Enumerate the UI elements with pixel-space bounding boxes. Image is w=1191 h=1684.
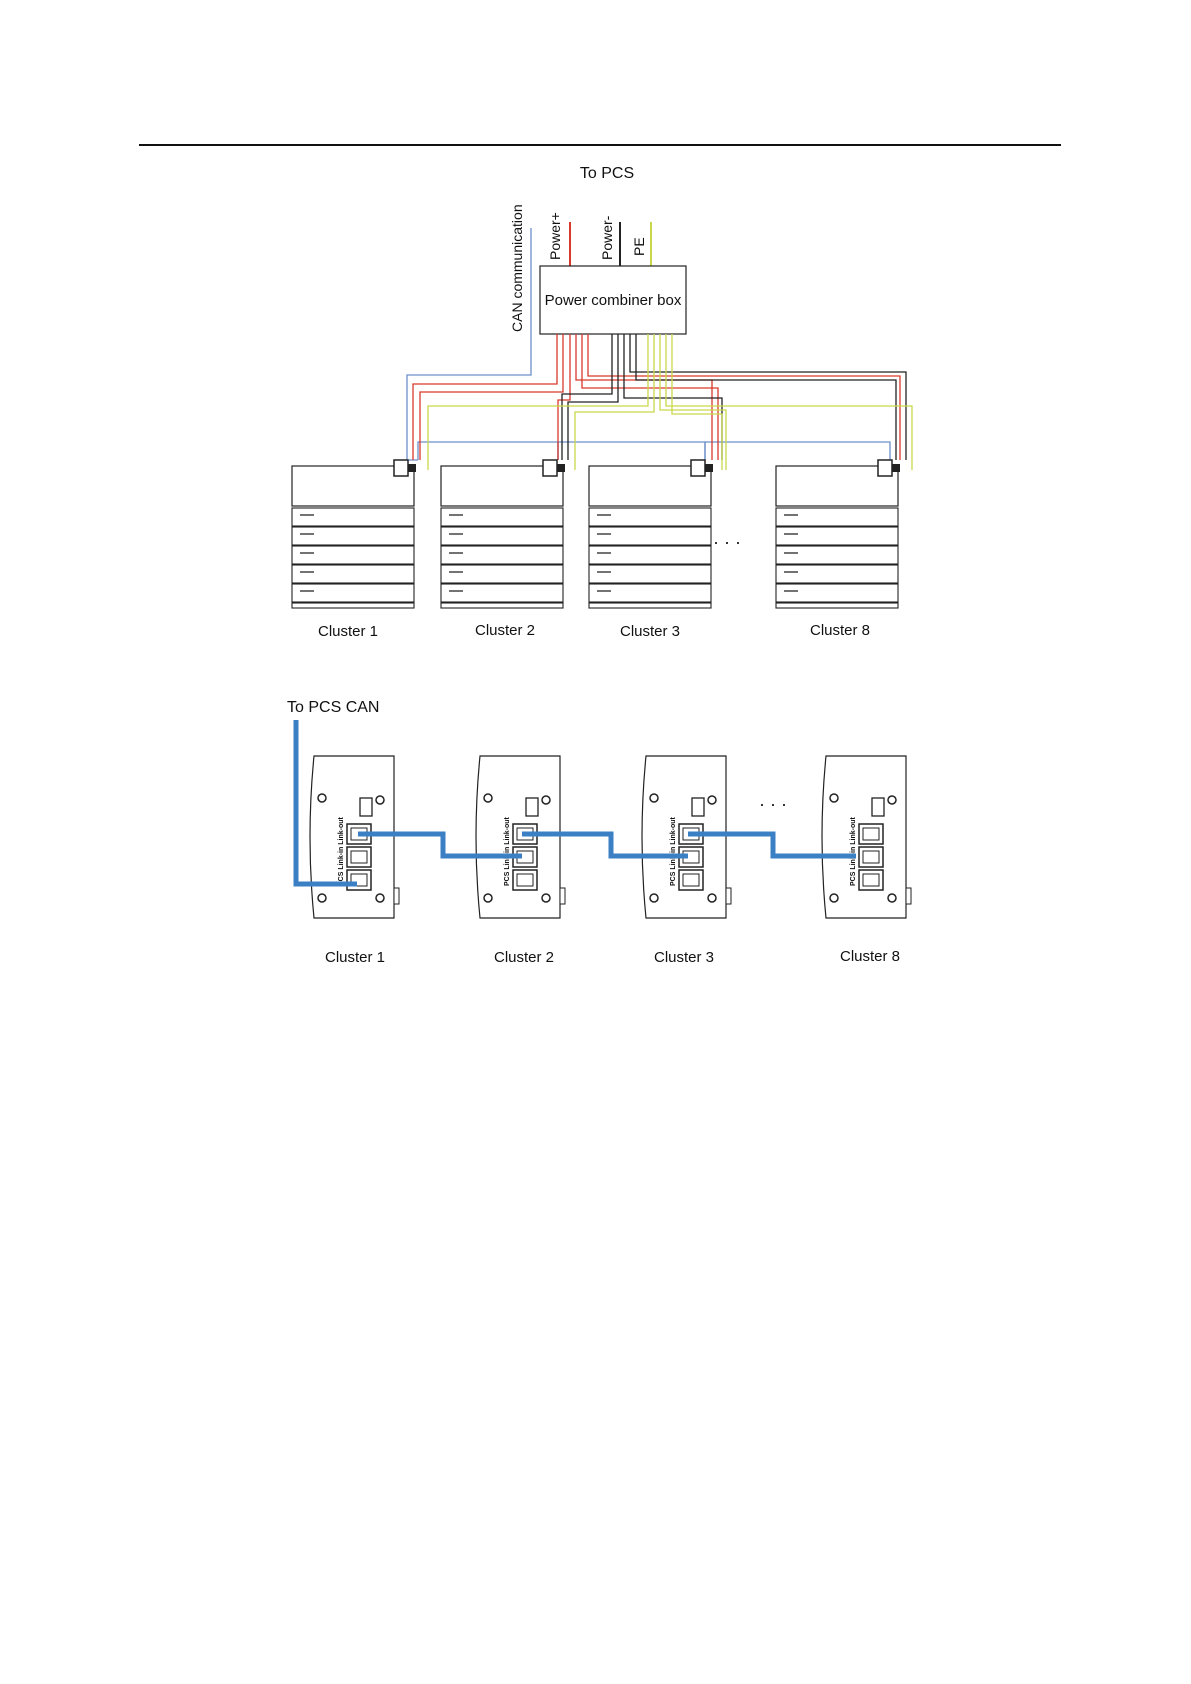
power-cluster-label-8: Cluster 8 bbox=[810, 622, 870, 639]
battery-module bbox=[441, 546, 563, 564]
screw-icon bbox=[708, 894, 716, 902]
power-minus-wires bbox=[562, 334, 906, 460]
can-cluster-label-8: Cluster 8 bbox=[840, 948, 900, 965]
power-plus-wires bbox=[413, 334, 900, 460]
can-communication-label: CAN communication bbox=[509, 204, 525, 332]
switch-icon bbox=[872, 798, 884, 816]
battery-stacks bbox=[292, 460, 900, 608]
screw-icon bbox=[484, 794, 492, 802]
switch-icon bbox=[360, 798, 372, 816]
can-unit-cluster-3: PCS Link-in Link-out bbox=[642, 756, 731, 918]
battery-stack-cluster-8 bbox=[776, 460, 900, 608]
screw-icon bbox=[484, 894, 492, 902]
battery-module bbox=[292, 508, 414, 526]
power-combiner-box-label: Power combiner box bbox=[545, 292, 682, 309]
stack-base bbox=[292, 603, 414, 608]
connector-icon bbox=[878, 460, 892, 476]
battery-stack-cluster-1 bbox=[292, 460, 416, 608]
battery-module bbox=[292, 546, 414, 564]
can-wiring-diagram: To PCS CAN PCS Link-in Link-out PCS Link-… bbox=[287, 699, 911, 966]
unit-side-tab bbox=[726, 888, 731, 904]
screw-icon bbox=[318, 894, 326, 902]
screw-icon bbox=[650, 794, 658, 802]
screw-icon bbox=[318, 794, 326, 802]
to-pcs-can-label: To PCS CAN bbox=[287, 699, 379, 716]
screw-icon bbox=[542, 796, 550, 804]
connector-icon bbox=[892, 464, 900, 472]
battery-module bbox=[776, 508, 898, 526]
pe-label: PE bbox=[631, 237, 647, 256]
unit-side-tab bbox=[394, 888, 399, 904]
screw-icon bbox=[708, 796, 716, 804]
power-plus-label: Power+ bbox=[547, 212, 563, 260]
stack-base bbox=[441, 603, 563, 608]
battery-module bbox=[776, 584, 898, 602]
connector-icon bbox=[408, 464, 416, 472]
stack-base bbox=[589, 603, 711, 608]
screw-icon bbox=[542, 894, 550, 902]
screw-icon bbox=[830, 794, 838, 802]
screw-icon bbox=[376, 796, 384, 804]
port-labels-2: PCS Link-in Link-out bbox=[504, 817, 511, 886]
screw-icon bbox=[376, 894, 384, 902]
connector-icon bbox=[705, 464, 713, 472]
clusters-ellipsis: · · · bbox=[713, 532, 741, 552]
stack-base bbox=[776, 603, 898, 608]
connector-icon bbox=[691, 460, 705, 476]
battery-module bbox=[589, 584, 711, 602]
unit-side-tab bbox=[560, 888, 565, 904]
switch-icon bbox=[692, 798, 704, 816]
battery-module bbox=[441, 527, 563, 545]
can-cluster-label-3: Cluster 3 bbox=[654, 949, 714, 966]
can-cluster-label-2: Cluster 2 bbox=[494, 949, 554, 966]
battery-module bbox=[776, 546, 898, 564]
screw-icon bbox=[830, 894, 838, 902]
can-unit-cluster-1: PCS Link-in Link-out bbox=[310, 756, 399, 918]
battery-module bbox=[292, 584, 414, 602]
battery-module bbox=[589, 508, 711, 526]
battery-module bbox=[441, 584, 563, 602]
battery-module bbox=[589, 527, 711, 545]
can-clusters-ellipsis: · · · bbox=[759, 794, 787, 814]
battery-stack-cluster-3 bbox=[589, 460, 713, 608]
battery-stack-cluster-2 bbox=[441, 460, 565, 608]
switch-icon bbox=[526, 798, 538, 816]
battery-module bbox=[441, 508, 563, 526]
screw-icon bbox=[650, 894, 658, 902]
can-cluster-label-1: Cluster 1 bbox=[325, 949, 385, 966]
connector-icon bbox=[394, 460, 408, 476]
screw-icon bbox=[888, 894, 896, 902]
battery-module bbox=[776, 527, 898, 545]
power-minus-label: Power- bbox=[599, 215, 615, 260]
can-unit-cluster-8: PCS Link-in Link-out bbox=[822, 756, 911, 918]
power-wiring-diagram: To PCS CAN communication Power+ Power- P… bbox=[292, 165, 912, 640]
screw-icon bbox=[888, 796, 896, 804]
can-unit-cluster-2: PCS Link-in Link-out bbox=[476, 756, 565, 918]
port-labels-3: PCS Link-in Link-out bbox=[670, 817, 677, 886]
battery-module bbox=[589, 546, 711, 564]
connector-icon bbox=[557, 464, 565, 472]
port-labels-4: PCS Link-in Link-out bbox=[850, 817, 857, 886]
unit-side-tab bbox=[906, 888, 911, 904]
power-cluster-label-1: Cluster 1 bbox=[318, 623, 378, 640]
to-pcs-label: To PCS bbox=[580, 165, 634, 182]
battery-module bbox=[292, 565, 414, 583]
battery-module bbox=[292, 527, 414, 545]
pe-wires bbox=[428, 334, 912, 470]
power-cluster-label-3: Cluster 3 bbox=[620, 623, 680, 640]
power-cluster-label-2: Cluster 2 bbox=[475, 622, 535, 639]
battery-module bbox=[441, 565, 563, 583]
battery-module bbox=[776, 565, 898, 583]
port-labels-1: PCS Link-in Link-out bbox=[338, 817, 345, 886]
connector-icon bbox=[543, 460, 557, 476]
battery-module bbox=[589, 565, 711, 583]
